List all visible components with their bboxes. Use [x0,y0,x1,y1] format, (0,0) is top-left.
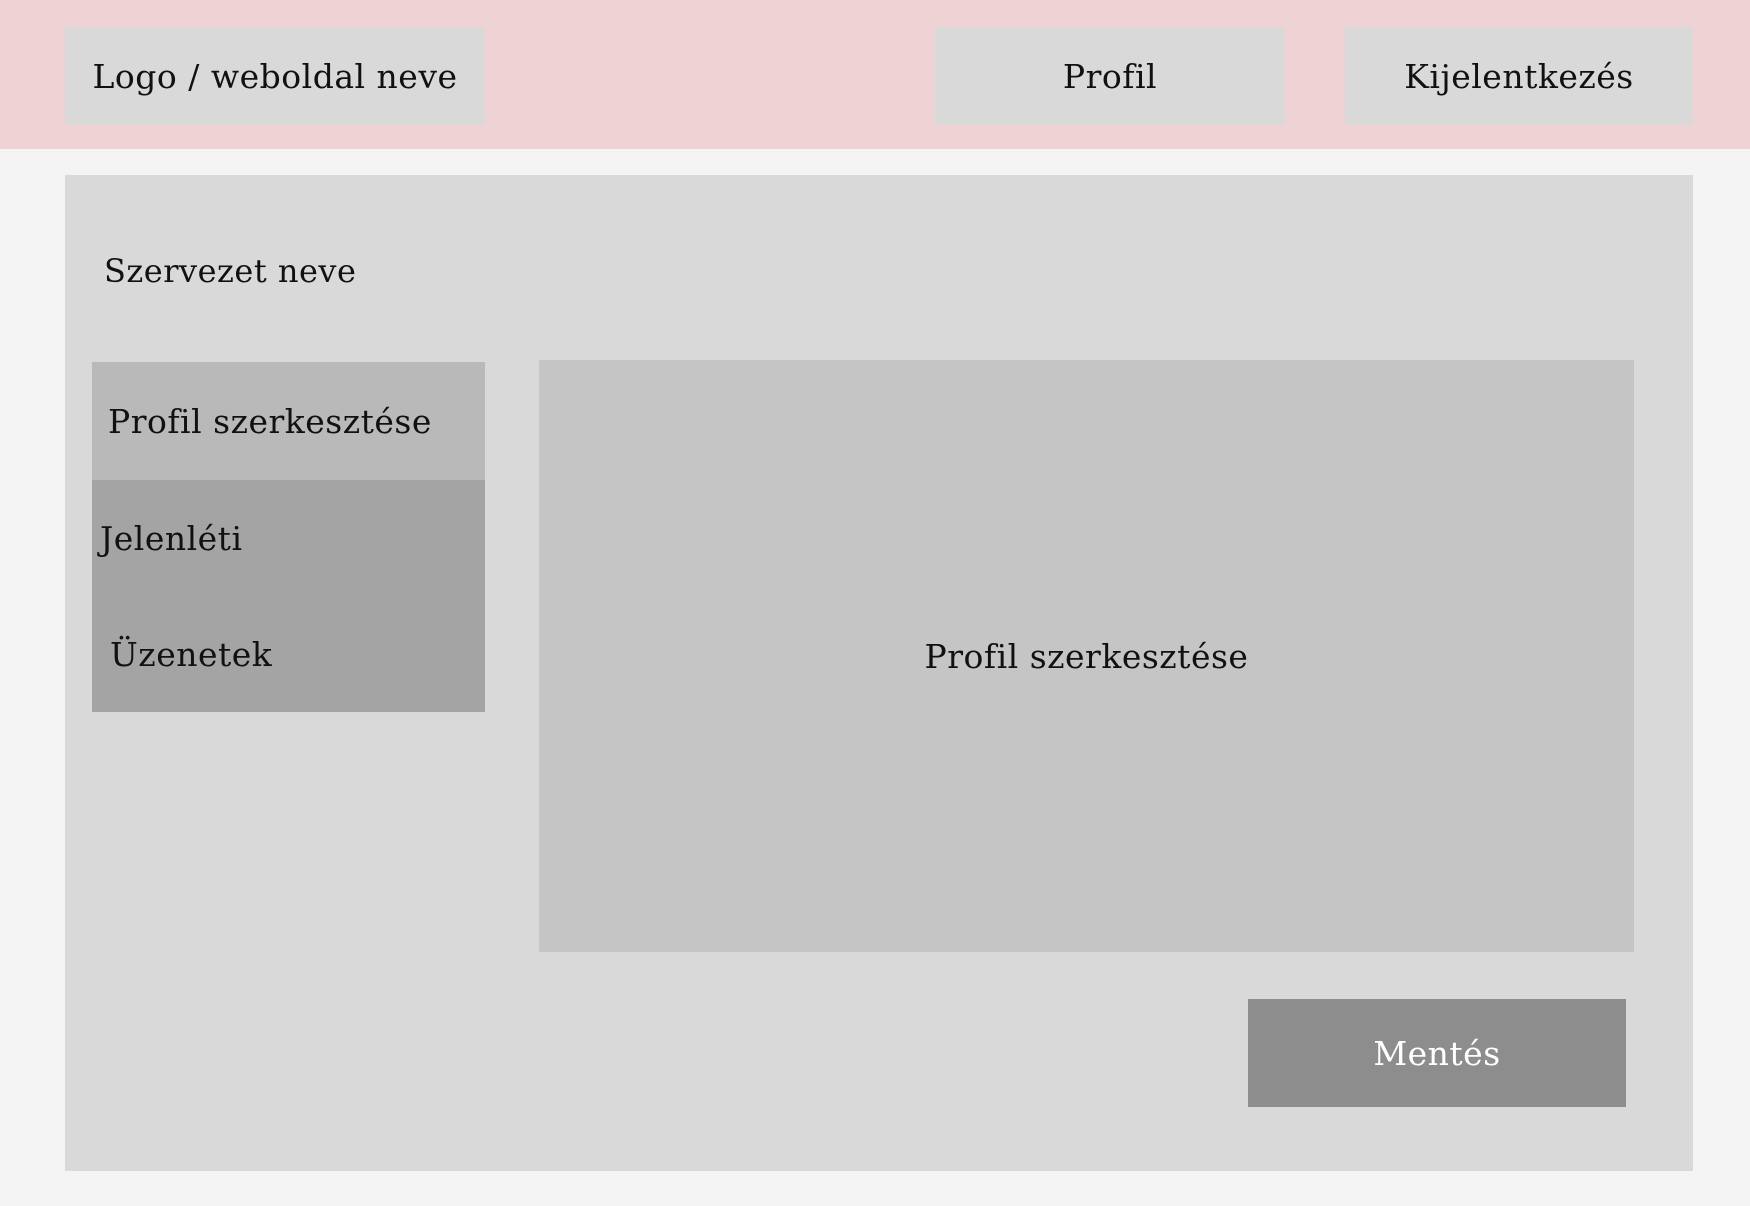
content-area: Profil szerkesztése [539,360,1634,952]
side-menu-item-messages[interactable]: Üzenetek [92,596,485,712]
logout-button[interactable]: Kijelentkezés [1345,27,1693,125]
logo-label: Logo / weboldal neve [92,56,458,96]
save-button-label: Mentés [1373,1033,1501,1073]
side-menu-item-presence[interactable]: Jelenléti [92,480,485,596]
logout-button-label: Kijelentkezés [1404,56,1634,96]
organization-name: Szervezet neve [104,252,357,290]
profile-button-label: Profil [1062,56,1158,96]
top-header: Logo / weboldal neve Profil Kijelentkezé… [0,0,1750,149]
profile-button[interactable]: Profil [935,27,1285,125]
side-menu-item-label: Üzenetek [110,634,273,674]
content-title: Profil szerkesztése [924,636,1249,676]
side-menu-item-label: Jelenléti [100,518,243,558]
logo-site-name[interactable]: Logo / weboldal neve [65,27,485,125]
side-menu-item-edit-profile[interactable]: Profil szerkesztése [92,362,485,480]
save-button[interactable]: Mentés [1248,999,1626,1107]
side-menu-item-label: Profil szerkesztése [108,401,432,441]
side-menu: Profil szerkesztése Jelenléti Üzenetek [92,362,485,712]
